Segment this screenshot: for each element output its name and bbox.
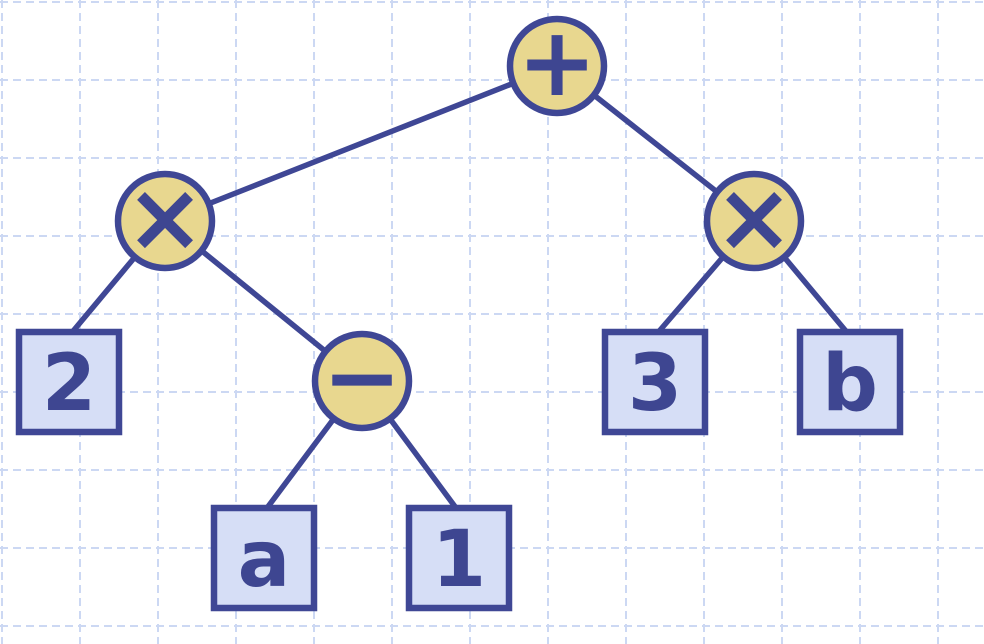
minus-node-circle xyxy=(311,330,413,432)
times-left-node-circle xyxy=(114,170,216,272)
leaf-a-label: a xyxy=(238,515,291,605)
node-leaf-3: 3 xyxy=(601,328,709,436)
node-times-right: × xyxy=(703,163,805,273)
times-left-node-label: × xyxy=(125,163,205,273)
leaf-2-square xyxy=(15,328,123,436)
minus-node-label: − xyxy=(322,323,402,433)
edge-plus-times-left xyxy=(162,63,560,224)
times-right-node-label: × xyxy=(714,163,794,273)
plus-node-circle xyxy=(506,15,608,117)
node-plus: + xyxy=(506,8,608,118)
plus-node-label: + xyxy=(517,8,597,118)
leaf-3-label: 3 xyxy=(628,339,682,429)
times-right-node-circle xyxy=(703,170,805,272)
leaf-a-square xyxy=(210,504,318,612)
node-leaf-1: 1 xyxy=(405,504,513,612)
leaf-3-square xyxy=(601,328,709,436)
leaf-2-label: 2 xyxy=(42,339,96,429)
leaf-b-square xyxy=(796,328,904,436)
leaf-1-label: 1 xyxy=(432,515,486,605)
node-minus: − xyxy=(311,323,413,433)
leaf-b-label: b xyxy=(822,339,878,429)
node-leaf-2: 2 xyxy=(15,328,123,436)
node-leaf-a: a xyxy=(210,504,318,612)
leaf-1-square xyxy=(405,504,513,612)
node-times-left: × xyxy=(114,163,216,273)
node-leaf-b: b xyxy=(796,328,904,436)
